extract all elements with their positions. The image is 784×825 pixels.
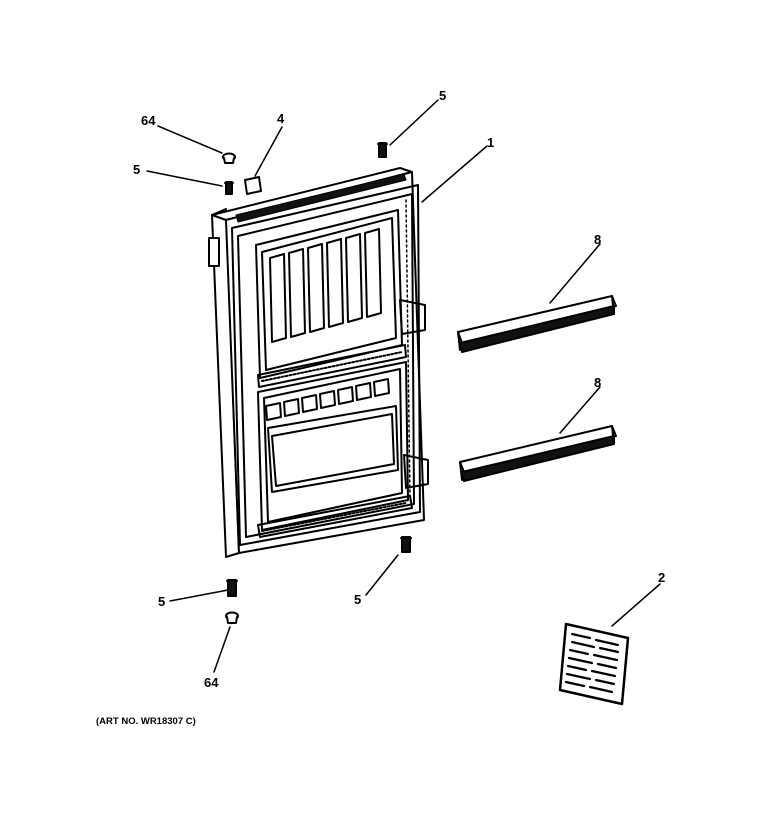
lower-shelf-bar bbox=[459, 425, 617, 482]
upper-liner-ribs bbox=[269, 228, 382, 343]
lower-left-screw bbox=[226, 579, 238, 597]
lower-plug bbox=[225, 611, 239, 624]
callout-upper-shelf-bar: 8 bbox=[594, 232, 602, 247]
callout-lower-plug: 64 bbox=[204, 675, 219, 690]
callout-upper-plug: 64 bbox=[141, 113, 156, 128]
art-number-caption: (ART NO. WR18307 C) bbox=[96, 716, 196, 727]
callout-door: 1 bbox=[487, 135, 495, 150]
refrigerator-door bbox=[208, 167, 429, 558]
callout-lower-shelf-bar: 8 bbox=[594, 375, 602, 390]
lower-liner-cells bbox=[265, 378, 390, 421]
callout-upper-left-screw: 5 bbox=[133, 162, 141, 177]
upper-left-screw bbox=[224, 181, 234, 195]
callout-instruction-label: 2 bbox=[658, 570, 666, 585]
instruction-label-card bbox=[558, 622, 630, 706]
upper-shelf-bar bbox=[457, 295, 617, 353]
callout-top-cap: 4 bbox=[277, 111, 285, 126]
top-cap-part bbox=[244, 176, 262, 195]
callout-upper-right-screw: 5 bbox=[439, 88, 447, 103]
leader-lines bbox=[146, 99, 661, 673]
upper-right-screw bbox=[377, 142, 388, 158]
callout-lower-center-screw: 5 bbox=[354, 592, 362, 607]
callout-lower-left-screw: 5 bbox=[158, 594, 166, 609]
lower-center-screw bbox=[400, 536, 412, 553]
upper-plug bbox=[222, 152, 236, 164]
